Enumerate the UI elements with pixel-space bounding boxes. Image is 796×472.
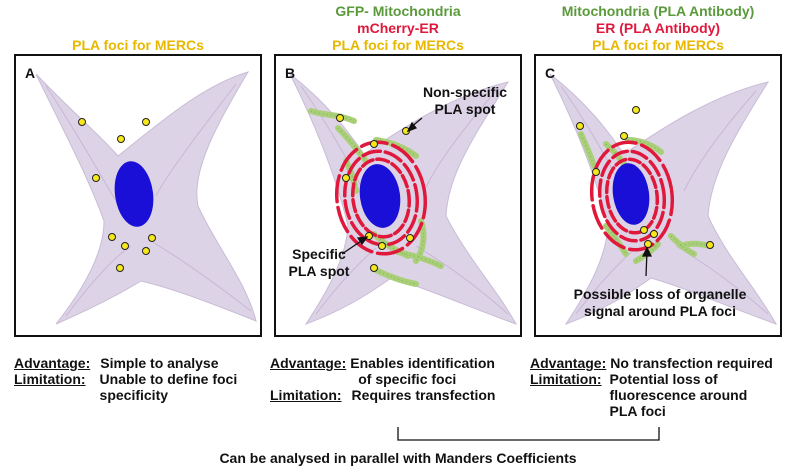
panel-c: C Possible loss of organelle signal arou… — [534, 54, 782, 337]
panel-c-header-line-3: PLA foci for MERCs — [592, 37, 724, 53]
pla-foci — [336, 114, 414, 272]
pla-focus — [632, 106, 640, 114]
panel-a-header-line-1: PLA foci for MERCs — [72, 37, 204, 53]
pla-focus — [142, 247, 150, 255]
cell-illustration-c — [549, 73, 778, 326]
panel-c-header: Mitochondria (PLA Antibody) ER (PLA Anti… — [534, 3, 782, 54]
annotation-nonspecific-line-1: Non-specific — [422, 84, 507, 100]
cell-illustration-b — [289, 73, 518, 326]
pla-focus — [650, 230, 658, 238]
advantage-text: Simple to analyse — [100, 355, 219, 371]
pla-focus — [620, 132, 628, 140]
pla-foci — [576, 106, 714, 249]
pla-focus — [108, 233, 116, 241]
pla-focus — [336, 114, 344, 122]
advantage-key: Advantage: — [14, 355, 91, 371]
cell-fibre — [45, 83, 252, 317]
pla-focus — [116, 264, 124, 272]
annotation-arrows — [641, 246, 653, 277]
pla-focus — [406, 234, 414, 242]
mitochondria-texture — [310, 110, 442, 285]
panel-c-label: C — [545, 65, 556, 81]
pla-focus — [92, 174, 100, 182]
pla-focus-loss — [644, 240, 652, 248]
panel-a-label: A — [25, 65, 36, 81]
pla-focus — [370, 264, 378, 272]
advantage-key: Advantage: — [530, 355, 607, 371]
panel-b-header-line-3: PLA foci for MERCs — [332, 37, 464, 53]
pla-focus — [142, 118, 150, 126]
pla-focus — [148, 234, 156, 242]
mitochondrion — [603, 223, 629, 257]
limitation-text: Requires transfection — [351, 387, 496, 403]
pla-foci — [78, 118, 156, 272]
panel-b-header-line-1: GFP- Mitochondria — [335, 3, 461, 19]
pla-focus — [342, 174, 350, 182]
pla-focus — [121, 242, 129, 250]
limitation-key: Limitation: — [270, 387, 342, 403]
panel-c-header-line-2: ER (PLA Antibody) — [595, 20, 721, 36]
panel-a: A — [14, 54, 262, 337]
limitation-key: Limitation: — [530, 371, 602, 387]
annotation-specific-line-1: Specific — [292, 246, 346, 262]
annotation-specific-line-2: PLA spot — [288, 263, 350, 279]
panel-c-header-line-1: Mitochondria (PLA Antibody) — [561, 3, 755, 19]
advantage-text: No transfection required — [610, 355, 773, 371]
pla-focus — [117, 135, 125, 143]
nucleus — [114, 161, 154, 227]
nucleus — [359, 164, 401, 228]
mitochondrion — [625, 137, 664, 155]
pla-focus — [706, 241, 714, 249]
panel-b: B Non-specific PLA spot Specific PLA spo… — [274, 54, 522, 337]
pla-focus — [576, 122, 584, 130]
panel-a-notes: Advantage: Simple to analyse Limitation: U… — [14, 355, 264, 403]
pla-focus — [592, 168, 600, 176]
annotation-arrows — [341, 117, 423, 255]
pla-focus — [640, 226, 648, 234]
limitation-key: Limitation: — [14, 371, 86, 387]
cell-illustration-a — [35, 71, 257, 325]
nucleus — [612, 163, 650, 225]
mitochondrion — [578, 131, 597, 169]
pla-focus — [78, 118, 86, 126]
cell-fibre — [300, 85, 509, 315]
annotation-specific: Specific PLA spot — [282, 246, 356, 280]
annotation-loss: Possible loss of organelle signal around… — [540, 286, 780, 320]
annotation-nonspecific: Non-specific PLA spot — [412, 84, 518, 118]
panel-b-header-line-2: mCherry-ER — [357, 20, 439, 36]
annotation-nonspecific-line-2: PLA spot — [434, 101, 496, 117]
panel-b-label: B — [285, 65, 296, 81]
annotation-loss-line-1: Possible loss of organelle — [573, 286, 747, 302]
annotation-loss-line-2: signal around PLA foci — [584, 303, 736, 319]
pla-focus — [370, 140, 378, 148]
panel-a-header: PLA foci for MERCs — [14, 37, 262, 54]
pla-focus — [378, 242, 386, 250]
advantage-key: Advantage: — [270, 355, 347, 371]
panel-c-notes: Advantage:No transfection required Limit… — [530, 355, 792, 419]
panel-b-header: GFP- Mitochondria mCherry-ER PLA foci fo… — [274, 3, 522, 54]
er-network — [589, 140, 675, 252]
footer-note: Can be analysed in parallel with Manders… — [219, 450, 577, 466]
